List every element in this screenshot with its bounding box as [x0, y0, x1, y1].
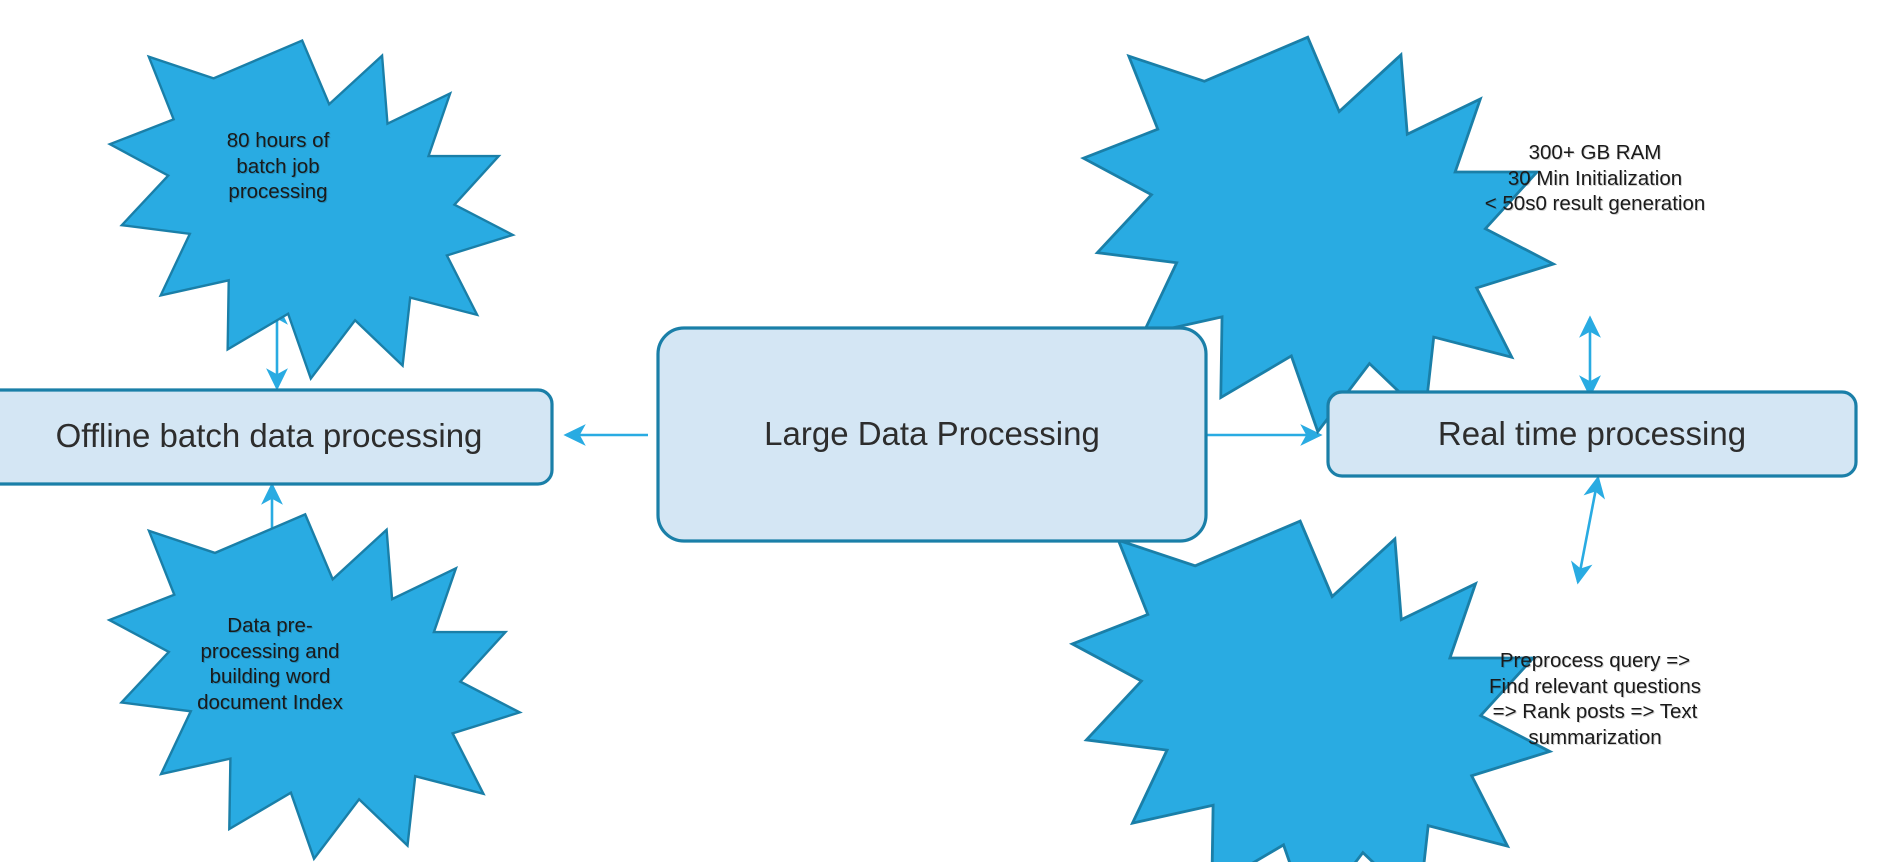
node-center-box[interactable] — [656, 326, 1208, 543]
node-left-branch-box[interactable] — [0, 388, 554, 486]
node-left-top-star[interactable] — [107, 38, 516, 382]
node-right-top-star[interactable] — [1080, 35, 1558, 435]
node-right-branch-box[interactable] — [1326, 390, 1858, 478]
node-right-bottom-star[interactable] — [1068, 519, 1554, 862]
connector-right-branch-to-bottom-star — [1571, 475, 1605, 585]
node-left-bottom-star[interactable] — [106, 512, 523, 862]
